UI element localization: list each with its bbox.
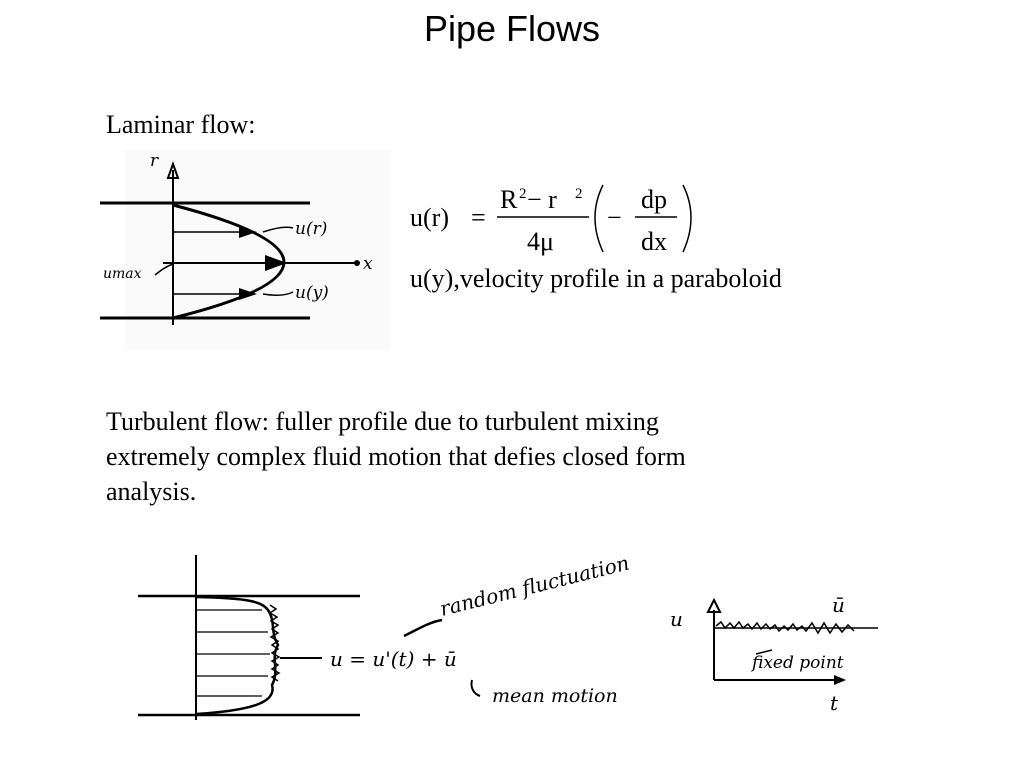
equation-sup-2: 2 [575,186,583,202]
paren-left [594,184,604,253]
paren-right [682,184,692,253]
velocity-arrowhead-upper-icon [239,226,257,238]
sketch-background [125,150,390,350]
fluctuating-velocity-trace [715,620,855,635]
turbulent-line-1: Turbulent flow: fuller profile due to tu… [106,407,659,436]
random-fluctuation-label: random fluctuation [437,551,631,621]
equation-dx: dx [641,227,667,256]
mean-motion-label: mean motion [492,685,618,707]
mean-motion-leader [470,679,481,697]
equation-equals: = [471,203,486,232]
random-fluctuation-leader [403,618,443,638]
equation-numerator-r: − r [527,185,557,214]
turbulent-mean-profile [195,595,280,716]
t-axis-label: t [830,691,839,715]
velocity-arrowhead-lower-icon [239,288,257,300]
turbulent-fluctuation-scribble [268,604,281,682]
u-max-label: umax [103,266,142,282]
r-axis-label: r [150,151,159,171]
equation-sup-1: 2 [519,186,527,202]
equation-minus: − [607,203,622,232]
fixed-point-leader [755,649,773,655]
x-axis-label: x [363,254,373,274]
decomposition-label: u = u'(t) + ū [330,647,457,671]
equation-lhs: u(r) [410,203,449,232]
laminar-caption: u(y),velocity profile in a paraboloid [410,264,782,293]
turbulent-line-3: analysis. [106,477,197,506]
u-axis-label: u [670,607,683,631]
u-r-leader [262,226,294,233]
page-title: Pipe Flows [423,8,601,49]
u-axis-arrow-icon [706,597,722,613]
equation-denominator: 4μ [527,227,554,256]
x-axis-dot [354,260,360,266]
u-y-label: u(y) [295,283,329,303]
velocity-arrowhead-center-icon [265,255,287,271]
turbulent-line-2: extremely complex fluid motion that defi… [106,442,686,471]
equation-dp: dp [641,185,667,214]
u-max-leader [154,263,174,276]
laminar-profile-sketch: r x u(r) u(y) umax [100,150,390,350]
r-axis-arrow-icon [166,161,180,179]
turbulent-description: Turbulent flow: fuller profile due to tu… [106,404,866,509]
turbulent-profile-sketch: u = u'(t) + ū random fluctuation mean mo… [138,551,878,720]
equation-numerator-R: R [500,185,518,214]
time-axis-arrow-icon [834,675,846,685]
fixed-point-label: fixed point [750,653,844,673]
laminar-equation: u(r) = R 2 − r 2 4μ − dp dx [410,184,692,256]
u-bar-label: ū [832,593,845,617]
laminar-heading: Laminar flow: [106,110,256,139]
u-y-leader [262,291,294,297]
u-r-label: u(r) [295,219,327,239]
